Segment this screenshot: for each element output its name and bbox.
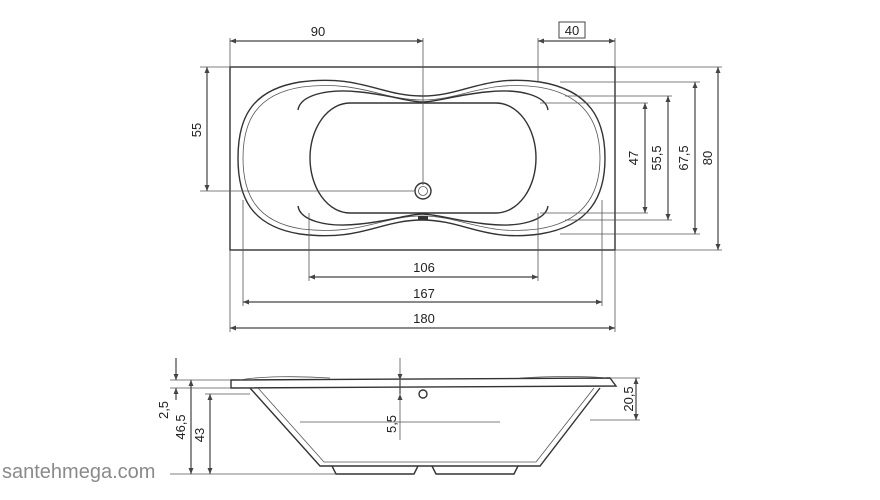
tub-inner-contour-offset [242,85,601,231]
watermark: santehmega.com [2,461,155,483]
armrest-top-right [421,90,549,111]
side-foot-right [431,465,519,475]
side-rim [230,377,618,389]
dim-55-label: 55 [189,123,204,137]
overflow-slot [418,216,428,220]
dim-2-5-label: 2,5 [156,401,171,419]
dim-167-label: 167 [413,286,435,301]
tub-outer-rim [229,66,616,251]
side-body [249,387,601,467]
dim-90-label: 90 [311,24,325,39]
dim-43-label: 43 [192,428,207,442]
dim-40-box [558,21,586,39]
top-view: 90 40 55 47 55,5 67,5 [189,21,722,332]
side-body-inner [257,387,595,463]
tub-inner-contour [237,79,606,237]
armrest-bottom-left [297,205,423,226]
dim-20-5-label: 20,5 [621,386,636,411]
side-overflow [418,389,428,399]
armrest-bottom-right [421,205,549,226]
dim-5-5-label: 5,5 [384,415,399,433]
side-foot-left [331,465,419,475]
dim-67-5-label: 67,5 [676,145,691,170]
dim-46-5-label: 46,5 [173,414,188,439]
dim-80-label: 80 [700,151,715,165]
dim-47-label: 47 [626,151,641,165]
drain-outer [414,182,432,200]
dim-55-5-label: 55,5 [649,145,664,170]
armrest-top-left [297,90,423,111]
bathing-well [309,102,537,214]
dim-180-label: 180 [413,311,435,326]
side-view: 2,5 46,5 43 5,5 20,5 [156,358,640,475]
side-rim-lip [239,376,607,381]
dim-40-label: 40 [565,23,579,38]
dim-106-label: 106 [413,260,435,275]
drain-inner [418,186,428,196]
